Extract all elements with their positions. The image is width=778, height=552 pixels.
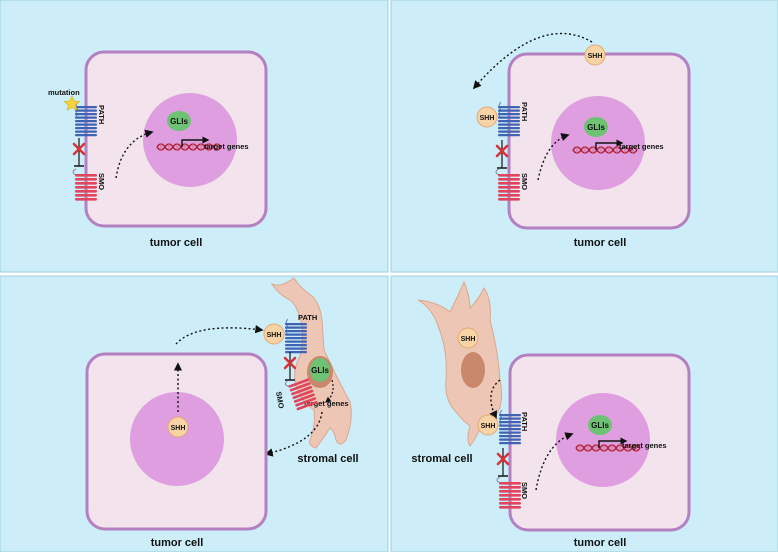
transcription-arrow xyxy=(595,139,624,150)
shh-ligand xyxy=(263,323,285,345)
signal-arrow xyxy=(115,129,154,179)
shh-ligand xyxy=(457,327,479,349)
signal-arrow xyxy=(537,133,570,181)
stromal-cell-body xyxy=(417,280,503,447)
panel-top-right: GLIs target genes SHH SHH PATH SMO tumor… xyxy=(472,32,691,249)
gli-protein xyxy=(584,117,608,137)
stromal-nucleus xyxy=(461,352,485,388)
smo-label: SMO xyxy=(97,173,106,190)
mutation-label: mutation xyxy=(48,88,80,97)
shh-label: SHH xyxy=(480,115,495,122)
smo-label: SMO xyxy=(520,482,529,499)
smo-label: SMO xyxy=(520,173,529,190)
gli-protein xyxy=(167,111,191,131)
path-label: PATH xyxy=(97,105,106,124)
tumor-cell-label: tumor cell xyxy=(151,537,204,549)
nucleus xyxy=(130,392,224,486)
shh-label: SHH xyxy=(481,423,496,430)
shh-label: SHH xyxy=(461,336,476,343)
shh-ligand xyxy=(477,414,499,436)
shh-ligand xyxy=(476,106,498,128)
nuclear-translocation-arrow xyxy=(325,379,334,403)
path-label: PATH xyxy=(520,412,529,431)
tumor-cell-label: tumor cell xyxy=(574,237,627,249)
shh-ligand xyxy=(584,44,606,66)
stromal-cell-label: stromal cell xyxy=(411,453,472,465)
shh-label: SHH xyxy=(267,332,282,339)
target-genes-label: target genes xyxy=(204,142,249,151)
shh-label: SHH xyxy=(171,425,186,432)
gli-protein xyxy=(588,415,612,435)
panel-top-left: GLIs target genes PATH mutation SMO tumo… xyxy=(48,50,268,249)
shh-ligand xyxy=(167,416,189,438)
tumor-cell-label: tumor cell xyxy=(150,237,203,249)
transcription-arrow xyxy=(598,437,628,448)
panel-bottom-right: SHH stromal cell GLIs target genes SHH P… xyxy=(411,280,691,549)
path-label: PATH xyxy=(298,313,317,322)
gli-label: GLIs xyxy=(591,421,609,430)
path-label: PATH xyxy=(520,102,529,121)
transcription-arrow xyxy=(181,136,210,147)
stromal-cell-label: stromal cell xyxy=(297,453,358,465)
panel-bottom-left: GLIs target genes SHH PATH SMO SHH tumor… xyxy=(85,277,359,549)
gli-label: GLIs xyxy=(170,117,188,126)
gli-protein xyxy=(310,358,330,382)
gli-label: GLIs xyxy=(587,123,605,132)
nucleus xyxy=(556,393,650,487)
signal-arrow xyxy=(535,432,574,491)
target-genes-label: target genes xyxy=(622,441,667,450)
mutation-star-icon xyxy=(63,95,81,111)
target-genes-label: target genes xyxy=(304,399,349,408)
gli-label: GLIs xyxy=(311,366,329,375)
stromal-feedback-arrow xyxy=(264,411,323,457)
shh-paracrine-arrow xyxy=(489,379,501,420)
target-genes-label: target genes xyxy=(619,142,664,151)
shh-label: SHH xyxy=(588,53,603,60)
shh-paracrine-arrow xyxy=(175,325,264,345)
tumor-cell-label: tumor cell xyxy=(574,537,627,549)
smo-label: SMO xyxy=(274,391,286,410)
